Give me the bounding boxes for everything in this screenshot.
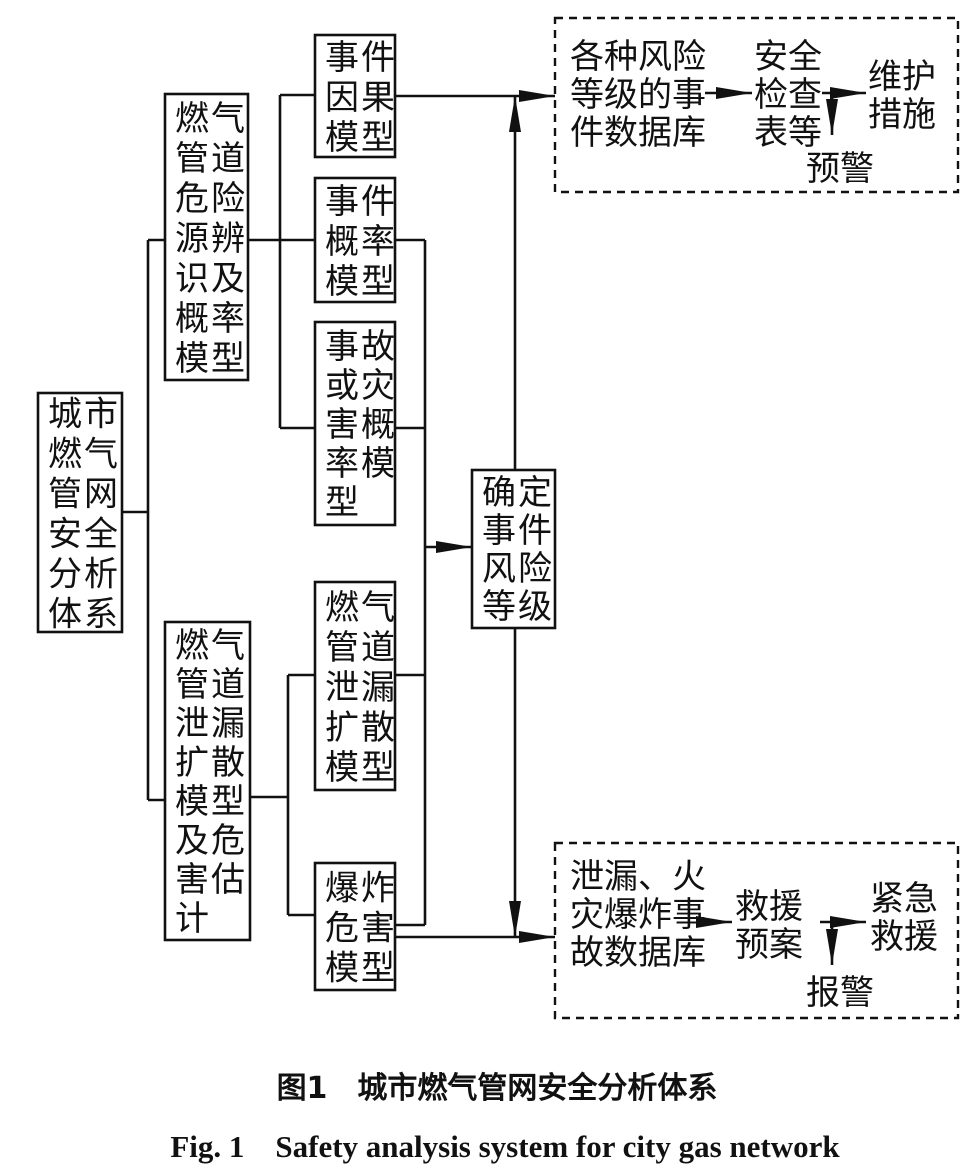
bottom-database-text: 灾爆炸事	[570, 895, 706, 935]
rescue-plan-text: 预案	[735, 925, 803, 965]
box-border	[163, 620, 252, 942]
box-text-line: 模型	[325, 262, 397, 302]
box-text-line: 害概	[325, 405, 397, 445]
box-text-line: 管道	[175, 139, 247, 179]
box-border	[163, 92, 250, 382]
box-text-line: 危害	[325, 908, 397, 948]
box-root: 城市燃气管网安全分析体系	[36, 391, 124, 634]
box-text-line: 确定	[482, 473, 554, 513]
box-text-line: 等级	[482, 587, 554, 627]
box-border	[313, 580, 397, 792]
top-database-text: 各种风险	[570, 37, 706, 77]
box-text-line: 燃气	[48, 434, 120, 474]
caption-en: Fig. 1 Safety analysis system for city g…	[170, 1129, 840, 1164]
top-dashed-group	[553, 16, 960, 194]
box-border	[313, 861, 397, 992]
box-text-line: 危险	[175, 179, 247, 219]
box-text-line: 体系	[48, 594, 120, 634]
box-text-line: 分析	[48, 554, 120, 594]
box-border	[313, 33, 397, 159]
alarm-text: 报警	[806, 973, 874, 1013]
box-text-line: 泄漏	[175, 704, 247, 744]
box-border	[313, 176, 397, 304]
box-text-line: 率模	[325, 444, 397, 484]
box-text-line: 扩散	[175, 743, 247, 783]
rescue-plan-text: 救援	[735, 887, 803, 927]
box-text-line: 管网	[48, 474, 120, 514]
box-text-line: 型	[325, 483, 361, 523]
connectors	[122, 90, 555, 943]
box-text-line: 及危	[175, 821, 247, 861]
box-text-line: 燃气	[325, 588, 397, 628]
box-text-line: 因果	[325, 78, 397, 118]
checklist-text: 安全	[754, 37, 822, 77]
bottom-group-arrows	[696, 916, 866, 965]
box-text-line: 燃气	[175, 626, 247, 666]
box-text-line: 管道	[325, 628, 397, 668]
top-group-arrows	[705, 87, 866, 135]
box-text-line: 概率	[175, 299, 247, 339]
box-text-line: 安全	[48, 514, 120, 554]
bottom-database-text: 故数据库	[570, 933, 706, 973]
caption-zh: 图1 城市燃气管网安全分析体系	[277, 1071, 718, 1106]
box-text-line: 害估	[175, 860, 247, 900]
box-text-line: 模型	[175, 339, 247, 379]
box-text-line: 概率	[325, 222, 397, 262]
box-border	[313, 320, 397, 527]
box-border	[36, 391, 124, 634]
box-text-line: 事件	[325, 38, 397, 78]
box-text-line: 城市	[48, 394, 120, 434]
box-text-line: 计	[175, 899, 211, 939]
emergency-text: 救援	[870, 917, 938, 957]
box-text-line: 模型	[325, 748, 397, 788]
box-text-line: 事件	[325, 182, 397, 222]
checklist-text: 表等	[754, 113, 822, 153]
top-database-text: 等级的事	[570, 75, 706, 115]
box-text-line: 燃气	[175, 99, 247, 139]
box-text-line: 事件	[482, 511, 554, 551]
box-text-line: 事故	[325, 327, 397, 367]
box-border	[470, 468, 557, 630]
top-database-text: 件数据库	[570, 113, 706, 153]
box-text-line: 泄漏	[325, 668, 397, 708]
checklist-text: 检查	[754, 75, 822, 115]
emergency-text: 紧急	[870, 879, 938, 919]
connector-hazard-branch	[248, 93, 315, 430]
box-text-line: 模型	[175, 782, 247, 822]
box-text-line: 爆炸	[325, 868, 397, 908]
box-text-line: 模型	[325, 118, 397, 158]
maintenance-text: 措施	[868, 95, 936, 135]
connector-leak-branch	[250, 673, 315, 917]
box-text-line: 扩散	[325, 708, 397, 748]
box-text-line: 识及	[175, 259, 247, 299]
bottom-dashed-group	[553, 841, 960, 1020]
box-text-line: 风险	[482, 549, 554, 589]
box-text-line: 或灾	[325, 366, 397, 406]
maintenance-text: 维护	[868, 57, 936, 97]
warning-text: 预警	[806, 149, 874, 189]
box-text-line: 管道	[175, 665, 247, 705]
connector-root	[122, 238, 165, 802]
box-text-line: 源辨	[175, 219, 247, 259]
box-text-line: 模型	[325, 948, 397, 988]
connector-collector	[395, 238, 427, 927]
bottom-database-text: 泄漏、火	[570, 857, 706, 897]
